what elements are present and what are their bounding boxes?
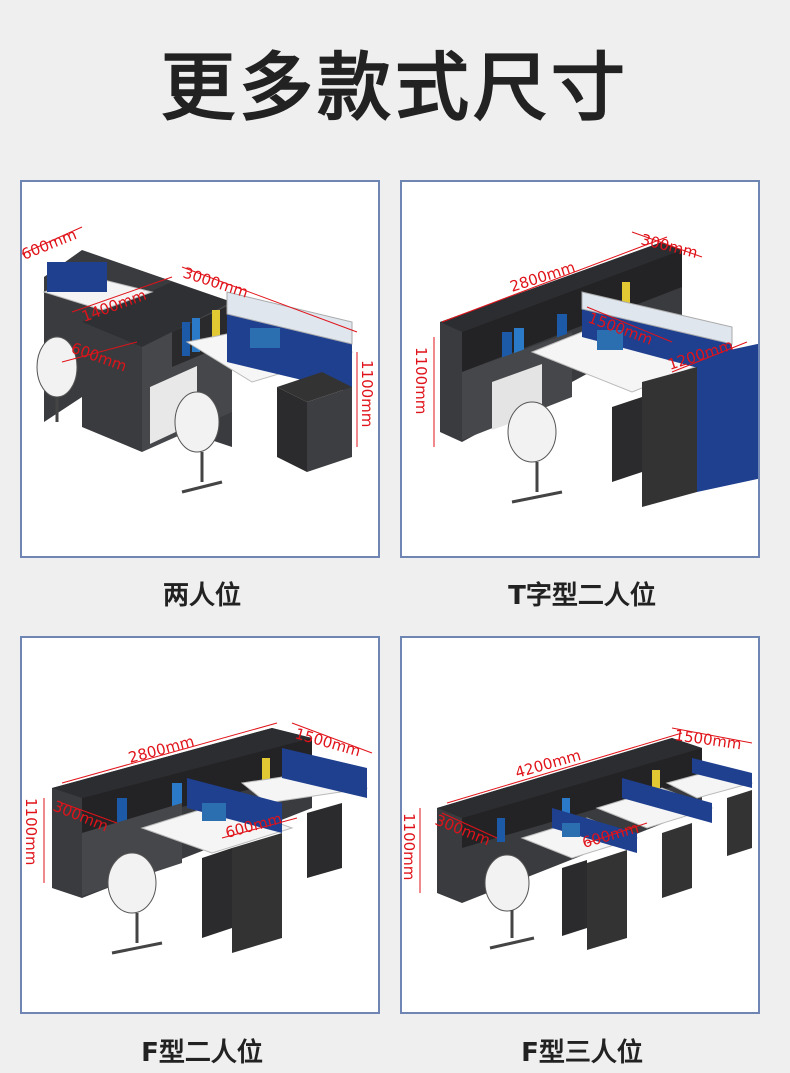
dimension-label: 600mm xyxy=(22,225,79,263)
card-caption-two-person: 两人位 xyxy=(162,581,241,611)
dimension-label: 1100mm xyxy=(358,360,376,427)
card-caption-t-shape: T字型二人位 xyxy=(508,581,656,611)
dimension-label: 1100mm xyxy=(412,347,430,414)
workstation-illustration: 600mm 3000mm 1400mm 600mm 1100mm xyxy=(22,225,376,494)
card-caption-f-shape-two: F型二人位 xyxy=(141,1038,263,1068)
dimension-label: 1100mm xyxy=(22,798,40,865)
product-card-f-shape-two[interactable]: 2800mm 1500mm 300mm 600mm 1100mm xyxy=(20,636,380,1014)
workstation-illustration: 2800mm 1500mm 300mm 600mm 1100mm xyxy=(22,722,373,955)
product-card-f-shape-three[interactable]: 1500mm 4200mm 300mm 600mm 1100mm xyxy=(400,636,760,1014)
workstation-illustration: 1500mm 4200mm 300mm 600mm 1100mm xyxy=(402,726,754,950)
product-card-two-person[interactable]: 600mm 3000mm 1400mm 600mm 1100mm xyxy=(20,180,380,558)
page-title: 更多款式尺寸 xyxy=(161,45,629,131)
workstation-illustration: 300mm 2800mm 1500mm 1100mm 1200mm xyxy=(412,230,758,507)
product-card-t-shape[interactable]: 300mm 2800mm 1500mm 1100mm 1200mm xyxy=(400,180,760,558)
dimension-label: 1100mm xyxy=(402,813,418,880)
card-caption-f-shape-three: F型三人位 xyxy=(521,1038,643,1068)
